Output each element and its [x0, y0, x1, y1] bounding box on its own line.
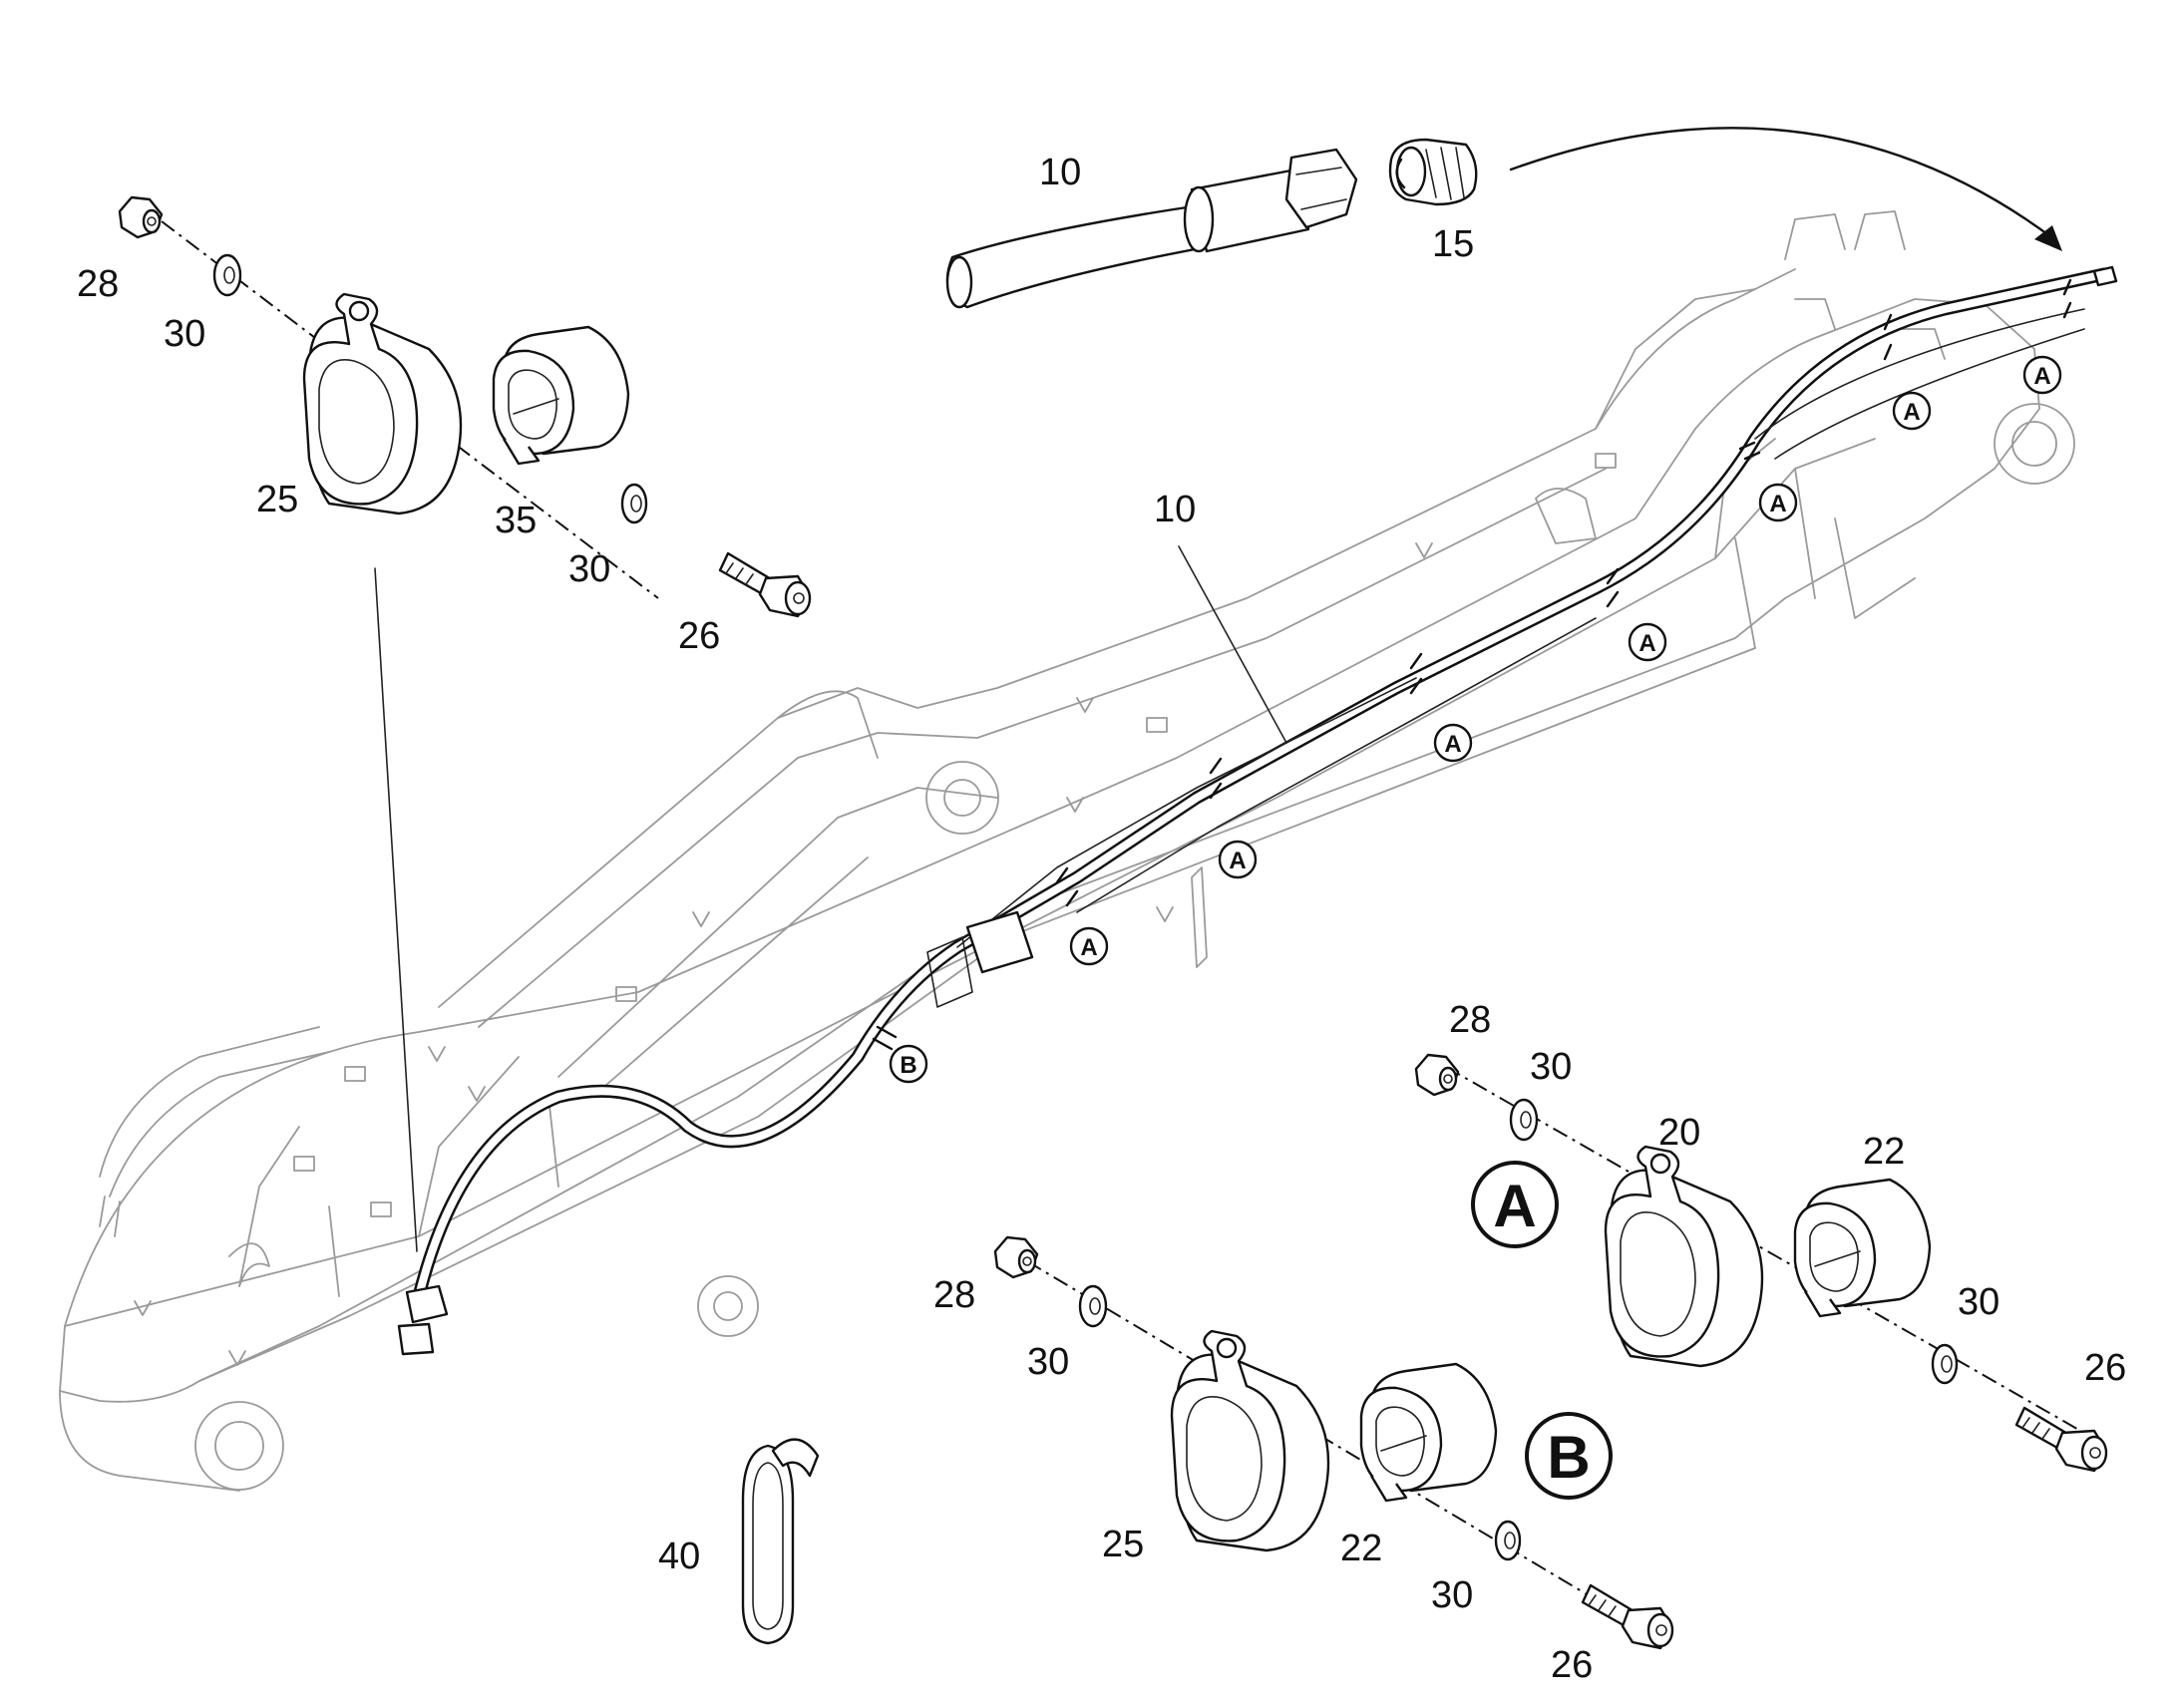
svg-text:B: B — [900, 1052, 916, 1079]
svg-text:A: A — [1493, 1173, 1536, 1239]
svg-text:A: A — [1229, 848, 1246, 874]
washer-30-a-a — [1509, 1098, 1539, 1142]
callout-28-tl: 28 — [77, 263, 119, 305]
detail-label-b: B — [1525, 1412, 1613, 1500]
marker-a-1: A — [2022, 355, 2062, 395]
rubber-insert-35 — [492, 325, 630, 466]
nut-28-a — [1414, 1053, 1460, 1097]
washer-30-a-b — [1931, 1343, 1959, 1385]
rubber-insert-22-a — [1793, 1178, 1932, 1318]
fitting-15 — [1388, 138, 1478, 206]
marker-a-5: A — [1433, 723, 1473, 763]
callout-26-b: 26 — [1551, 1644, 1593, 1686]
svg-text:A: A — [1903, 399, 1920, 426]
nut-28-tl — [118, 195, 164, 239]
svg-text:B: B — [1547, 1424, 1590, 1491]
clamp-kit-detail-a — [1414, 1053, 2108, 1473]
callout-26-tl: 26 — [678, 615, 720, 657]
clamp-kit-top-left — [118, 195, 812, 1252]
hose-end-detail — [945, 148, 1358, 309]
callout-28-a: 28 — [1449, 999, 1491, 1041]
svg-text:A: A — [1080, 934, 1097, 961]
callout-40: 40 — [658, 1536, 700, 1577]
clamp-20 — [1604, 1145, 1764, 1368]
marker-a-6: A — [1218, 840, 1258, 879]
callout-numbers: 10 15 28 30 25 35 30 26 10 28 30 20 22 3… — [77, 152, 2126, 1686]
callout-30-tl-b: 30 — [568, 548, 610, 590]
callout-22-b: 22 — [1340, 1528, 1382, 1569]
callout-20: 20 — [1658, 1112, 1700, 1154]
washer-30-b-a — [1078, 1284, 1108, 1328]
callout-30-b-b: 30 — [1431, 1574, 1473, 1616]
position-markers: A A A A A A A B — [889, 355, 2062, 1084]
washer-30-tl-b — [620, 483, 648, 524]
callout-10-top: 10 — [1039, 152, 1081, 193]
detail-label-a: A — [1471, 1161, 1559, 1248]
washer-30-tl-a — [212, 253, 242, 297]
marker-a-7: A — [1069, 926, 1109, 966]
bolt-26-tl — [718, 551, 812, 618]
marker-a-2: A — [1892, 391, 1932, 431]
clamp-kit-detail-b — [993, 1235, 1674, 1650]
callout-15: 15 — [1432, 223, 1474, 265]
marker-b-1: B — [889, 1044, 928, 1084]
callout-30-a-a: 30 — [1530, 1046, 1572, 1088]
callout-30-a-b: 30 — [1958, 1281, 1999, 1323]
leader-10-mid — [1178, 545, 1287, 744]
bolt-26-b — [1581, 1583, 1674, 1650]
callout-35: 35 — [495, 500, 537, 541]
callout-25-tl: 25 — [256, 479, 298, 520]
callout-25-b: 25 — [1102, 1524, 1144, 1565]
marker-a-4: A — [1628, 622, 1667, 662]
callout-26-a: 26 — [2084, 1347, 2126, 1389]
rubber-insert-22-b — [1359, 1362, 1498, 1503]
svg-text:A: A — [1769, 491, 1786, 517]
cable-tie-40 — [741, 1438, 820, 1645]
svg-text:A: A — [2033, 363, 2050, 390]
callout-10-mid: 10 — [1154, 489, 1196, 530]
svg-text:A: A — [1444, 731, 1461, 758]
clamp-25-tl — [302, 292, 463, 515]
connection-arrow — [1509, 127, 2062, 251]
callout-30-b-a: 30 — [1027, 1341, 1069, 1383]
washer-30-b-b — [1494, 1520, 1522, 1561]
hose-assembly-10 — [397, 265, 2118, 1356]
marker-a-3: A — [1758, 483, 1798, 522]
svg-text:A: A — [1638, 630, 1655, 657]
callout-28-b: 28 — [933, 1274, 975, 1316]
callout-30-tl-a: 30 — [164, 313, 205, 355]
bolt-26-a — [2014, 1406, 2108, 1473]
nut-28-b — [993, 1235, 1039, 1279]
callout-22-a: 22 — [1863, 1131, 1905, 1173]
clamp-25-b — [1170, 1329, 1330, 1552]
